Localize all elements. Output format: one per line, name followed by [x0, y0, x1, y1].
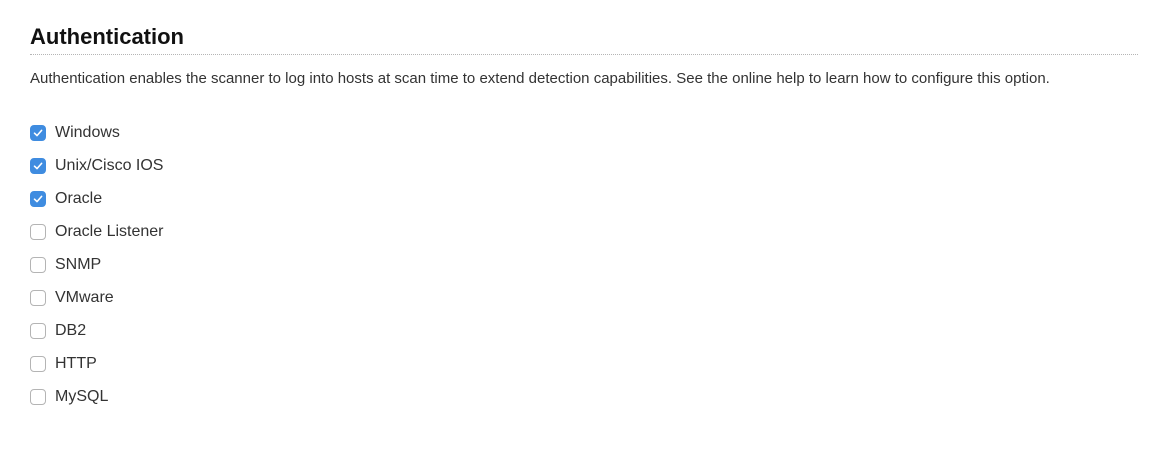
windows-checkbox[interactable]	[30, 124, 46, 141]
option-label: Windows	[55, 123, 120, 141]
option-db2[interactable]: DB2	[30, 314, 1121, 347]
checkmark-icon	[33, 129, 43, 136]
option-label: DB2	[55, 321, 87, 339]
option-oracle-listener[interactable]: Oracle Listener	[30, 215, 1121, 248]
option-mysql[interactable]: MySQL	[30, 380, 1121, 413]
snmp-checkbox[interactable]	[30, 256, 46, 273]
option-snmp[interactable]: SNMP	[30, 248, 1121, 281]
option-label: Unix/Cisco IOS	[55, 156, 164, 174]
mysql-checkbox[interactable]	[30, 388, 46, 405]
http-checkbox[interactable]	[30, 355, 46, 372]
option-label: VMware	[55, 288, 114, 306]
option-label: HTTP	[55, 354, 97, 372]
authentication-options-list: Windows Unix/Cisco IOS Oracle Oracle Lis…	[30, 116, 1121, 413]
checkmark-icon	[33, 195, 43, 202]
db2-checkbox[interactable]	[30, 322, 46, 339]
checkmark-icon	[33, 162, 43, 169]
option-label: Oracle Listener	[55, 222, 164, 240]
option-unix-cisco-ios[interactable]: Unix/Cisco IOS	[30, 149, 1121, 182]
vmware-checkbox[interactable]	[30, 289, 46, 306]
option-windows[interactable]: Windows	[30, 116, 1121, 149]
unix-cisco-ios-checkbox[interactable]	[30, 157, 46, 174]
option-oracle[interactable]: Oracle	[30, 182, 1121, 215]
option-label: MySQL	[55, 387, 109, 405]
section-title: Authentication	[30, 24, 1138, 55]
option-vmware[interactable]: VMware	[30, 281, 1121, 314]
authentication-section: Authentication Authentication enables th…	[30, 24, 1138, 413]
oracle-checkbox[interactable]	[30, 190, 46, 207]
option-label: Oracle	[55, 189, 103, 207]
option-label: SNMP	[55, 255, 102, 273]
option-http[interactable]: HTTP	[30, 347, 1121, 380]
section-description: Authentication enables the scanner to lo…	[30, 70, 1050, 87]
oracle-listener-checkbox[interactable]	[30, 223, 46, 240]
